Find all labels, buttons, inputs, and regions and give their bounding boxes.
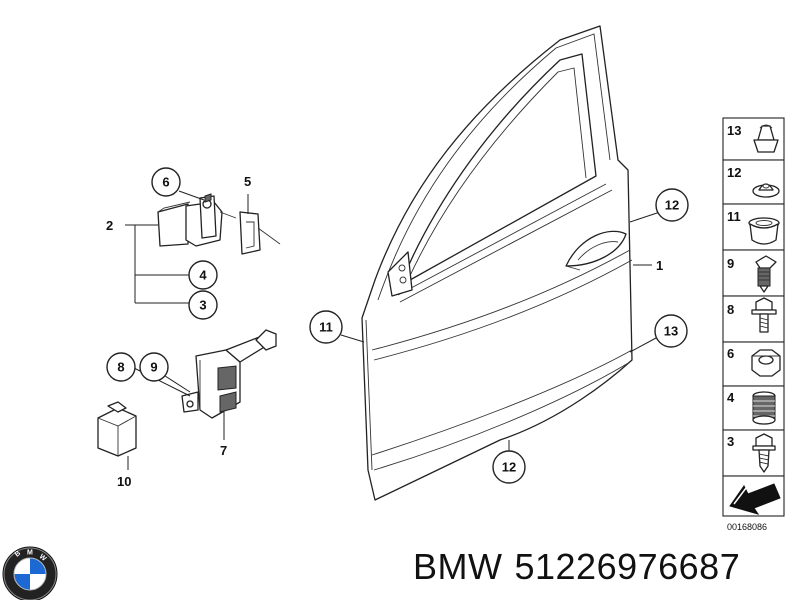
- part-number: 51226976687: [514, 546, 741, 587]
- svg-text:11: 11: [319, 320, 333, 335]
- label-7: 7: [220, 443, 227, 458]
- door-clip: [97, 401, 137, 457]
- legend-item-13: 13: [722, 117, 785, 161]
- callout-12-top: 12: [655, 188, 689, 222]
- label-1: 1: [656, 258, 663, 273]
- svg-text:13: 13: [727, 123, 741, 138]
- svg-text:11: 11: [727, 209, 741, 224]
- legend-item-8: 8: [722, 295, 785, 343]
- svg-text:6: 6: [727, 346, 734, 361]
- svg-text:9: 9: [150, 360, 157, 375]
- svg-text:13: 13: [664, 324, 678, 339]
- svg-text:3: 3: [727, 434, 734, 449]
- legend-item-6: 6: [722, 341, 785, 387]
- callout-6: 6: [151, 167, 181, 197]
- label-5: 5: [244, 174, 251, 189]
- front-door-shell: [361, 25, 633, 501]
- legend-item-4: 4: [722, 385, 785, 431]
- legend-item-9: 9: [722, 249, 785, 297]
- svg-text:W: W: [38, 553, 48, 563]
- callout-8: 8: [106, 352, 136, 382]
- svg-text:6: 6: [162, 175, 169, 190]
- label-2: 2: [106, 218, 113, 233]
- part-caption: BMW 51226976687: [413, 546, 740, 588]
- small-parts-legend: 13 12 11 9: [722, 117, 785, 532]
- legend-item-12: 12: [722, 159, 785, 205]
- svg-text:B: B: [14, 550, 22, 559]
- svg-text:4: 4: [199, 268, 207, 283]
- callout-3: 3: [188, 290, 218, 320]
- svg-text:M: M: [27, 550, 33, 557]
- hinge-plate: [239, 211, 281, 255]
- svg-text:12: 12: [502, 460, 516, 475]
- brand-name: BMW: [413, 546, 503, 587]
- legend-item-3: 3: [722, 429, 785, 477]
- callout-11: 11: [309, 310, 343, 344]
- hinge-assembly: [157, 193, 237, 247]
- callout-9: 9: [139, 352, 169, 382]
- label-10: 10: [117, 474, 131, 489]
- legend-arrow-box: [722, 475, 785, 517]
- legend-item-11: 11: [722, 203, 785, 251]
- svg-text:3: 3: [199, 298, 206, 313]
- diagram-code: 00168086: [727, 522, 767, 532]
- leader-lines: [125, 190, 661, 470]
- svg-text:4: 4: [727, 390, 735, 405]
- svg-text:8: 8: [727, 302, 734, 317]
- callout-12-bottom: 12: [492, 450, 526, 484]
- door-check-assembly: [181, 329, 277, 419]
- bmw-logo: B M W: [2, 546, 58, 600]
- svg-text:12: 12: [727, 165, 741, 180]
- callout-4: 4: [188, 260, 218, 290]
- svg-text:8: 8: [117, 360, 124, 375]
- svg-text:9: 9: [727, 256, 734, 271]
- callout-13-door: 13: [654, 314, 688, 348]
- svg-text:12: 12: [665, 198, 679, 213]
